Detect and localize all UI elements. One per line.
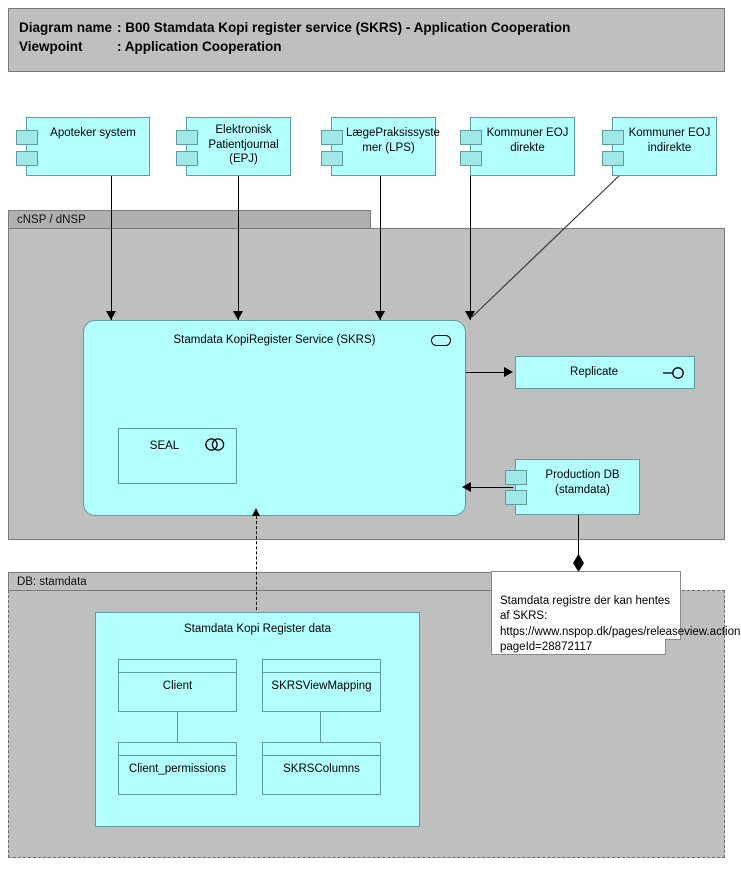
connector-client-to-permissions — [177, 712, 178, 744]
data-object-label: Client — [162, 680, 193, 692]
component-icon — [505, 470, 527, 485]
connector-productiondb-to-skrs — [470, 487, 513, 488]
viewpoint-value: : Application Cooperation — [117, 39, 282, 54]
group-db-tab: DB: stamdata — [8, 572, 492, 591]
component-icon — [16, 151, 38, 166]
diagram-name-key: Diagram name — [19, 20, 113, 35]
component-label: Kommuner EOJ direkte — [486, 127, 569, 154]
component-icon — [460, 151, 482, 166]
connector-kommuner-direkte-to-skrs — [470, 176, 471, 320]
data-object-label: SKRSViewMapping — [271, 680, 372, 692]
component-icon — [16, 130, 38, 145]
component-icon — [176, 130, 198, 145]
connector-lps-to-skrs — [380, 176, 381, 320]
data-object-header-band — [119, 660, 236, 673]
group-nsp-label: cNSP / dNSP — [17, 214, 86, 226]
replicate-label: Replicate — [570, 366, 618, 378]
component-elektronisk-patientjournal[interactable]: Elektronisk Patientjournal (EPJ) — [176, 117, 291, 176]
application-collaboration-seal[interactable]: SEAL — [118, 428, 237, 484]
data-object-skrscolumns[interactable]: SKRSColumns — [262, 742, 381, 795]
connector-skrs-to-replicate — [466, 372, 506, 373]
component-icon — [602, 151, 624, 166]
component-laegepraksissystemer-lps[interactable]: LægePraksissyste mer (LPS) — [321, 117, 440, 176]
data-object-label: Client_permissions — [128, 763, 227, 775]
diagram-header: Diagram name : B00 Stamdata Kopi register… — [8, 8, 725, 72]
arrowhead-lps — [375, 311, 385, 320]
data-object-client-permissions[interactable]: Client_permissions — [118, 742, 237, 795]
diagram-name-value: : B00 Stamdata Kopi register service (SK… — [117, 20, 571, 35]
data-object-client[interactable]: Client — [118, 659, 237, 712]
arrowhead-kommuner-direkte — [465, 311, 475, 320]
component-label: Production DB (stamdata) — [545, 469, 620, 496]
arrowhead-productiondb-to-skrs — [462, 482, 471, 492]
component-icon — [602, 130, 624, 145]
component-kommuner-eoj-direkte[interactable]: Kommuner EOJ direkte — [460, 117, 575, 176]
diagram-name-line: Diagram name : B00 Stamdata Kopi register… — [19, 18, 724, 37]
component-label: Elektronisk Patientjournal (EPJ) — [208, 124, 279, 165]
component-label: Kommuner EOJ indirekte — [628, 127, 711, 154]
connector-kommuner-indirekte-to-skrs — [471, 172, 623, 318]
data-container-label: Stamdata Kopi Register data — [183, 623, 332, 635]
connector-viewmapping-to-columns — [320, 712, 321, 744]
connector-productiondb-to-note — [578, 515, 579, 560]
service-label: Stamdata KopiRegister Service (SKRS) — [173, 334, 376, 346]
arrowhead-replicate — [504, 367, 513, 377]
data-object-header-band — [119, 743, 236, 756]
data-object-label: SKRSColumns — [283, 763, 360, 775]
arrowhead-data-to-skrs — [252, 508, 260, 516]
diamond-connector — [573, 554, 584, 572]
arrowhead-apoteker — [106, 311, 116, 320]
component-icon — [460, 130, 482, 145]
component-label: Apoteker system — [50, 127, 136, 139]
application-interface-replicate[interactable]: Replicate — [515, 356, 695, 389]
data-object-header-band — [263, 743, 380, 756]
note-fold-corner — [665, 639, 681, 655]
component-icon — [321, 130, 343, 145]
component-production-db[interactable]: Production DB (stamdata) — [505, 459, 640, 515]
viewpoint-key: Viewpoint — [19, 39, 83, 54]
component-kommuner-eoj-indirekte[interactable]: Kommuner EOJ indirekte — [602, 117, 717, 176]
component-icon — [321, 151, 343, 166]
note-text: Stamdata registre der kan hentes af SKRS… — [500, 594, 741, 654]
application-service-skrs[interactable]: Stamdata KopiRegister Service (SKRS) — [83, 320, 466, 516]
connector-data-to-skrs — [256, 516, 257, 615]
connector-apoteker-to-skrs — [111, 176, 112, 320]
viewpoint-line: Viewpoint : Application Cooperation — [19, 37, 724, 56]
arrowhead-epj — [233, 311, 243, 320]
data-object-header-band — [263, 660, 380, 673]
component-apoteker-system[interactable]: Apoteker system — [16, 117, 150, 176]
seal-label: SEAL — [149, 440, 180, 452]
component-label: LægePraksissyste mer (LPS) — [346, 127, 440, 154]
component-icon — [505, 490, 527, 505]
note-stamdata-registre: Stamdata registre der kan hentes af SKRS… — [491, 571, 741, 655]
group-nsp-tab: cNSP / dNSP — [8, 210, 371, 229]
group-db-label: DB: stamdata — [17, 576, 87, 588]
component-icon — [176, 151, 198, 166]
data-object-skrsviewmapping[interactable]: SKRSViewMapping — [262, 659, 381, 712]
connector-epj-to-skrs — [238, 176, 239, 320]
